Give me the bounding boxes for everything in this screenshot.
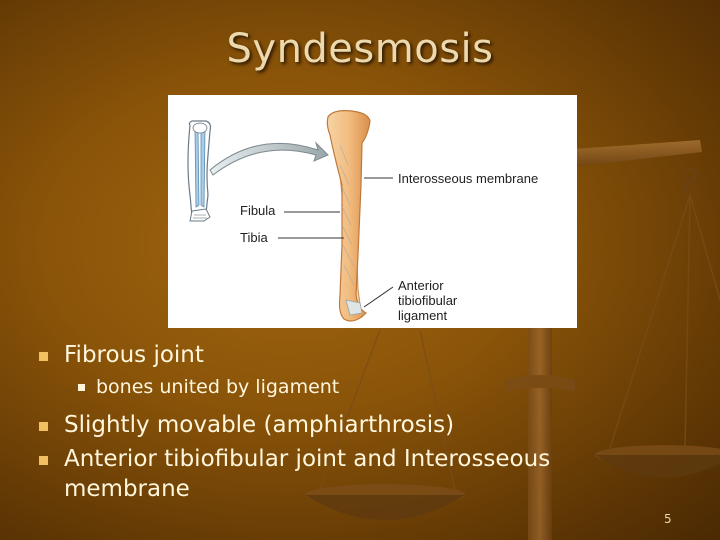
bullet-anterior-line1: Anterior tibiofibular joint and Inteross… [64, 446, 551, 472]
bullet-list: Fibrous joint bones united by ligament S… [36, 340, 656, 508]
bullet-fibrous-joint: Fibrous joint [36, 340, 656, 370]
bullet-slightly-movable: Slightly movable (amphiarthrosis) [36, 410, 656, 440]
leg-thumbnail-icon [187, 120, 212, 222]
label-fibula: Fibula [240, 203, 276, 218]
label-anterior: Anterior [398, 278, 444, 293]
sub-bullet-bones-united: bones united by ligament [36, 374, 656, 400]
arrow-icon [209, 141, 329, 176]
bullet-anterior-line2: membrane [64, 476, 190, 502]
label-interosseous-membrane: Interosseous membrane [398, 171, 538, 186]
tibia-fibula-bones [326, 110, 371, 322]
page-number: 5 [664, 512, 672, 526]
label-ligament: ligament [398, 308, 448, 323]
label-tibia: Tibia [240, 230, 268, 245]
anatomy-figure-panel: Interosseous membrane Fibula Tibia Anter… [168, 95, 577, 328]
bullet-anterior-tibiofibular: Anterior tibiofibular joint and Inteross… [36, 444, 656, 504]
tibia-fibula-illustration: Interosseous membrane Fibula Tibia Anter… [187, 110, 538, 323]
slide-title: Syndesmosis [226, 26, 494, 72]
label-tibiofibular: tibiofibular [398, 293, 458, 308]
